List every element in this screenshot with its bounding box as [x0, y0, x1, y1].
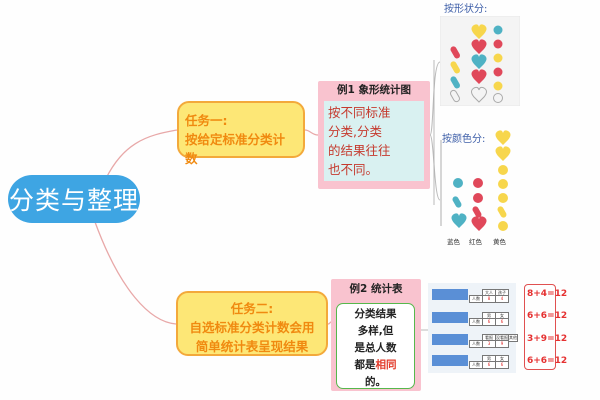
task2-node[interactable]: 任务二: 自选标准分类计数会用 简单统计表呈现结果: [176, 291, 328, 356]
example2-line: 多样,但: [357, 325, 394, 337]
stat-value: 6: [482, 361, 496, 369]
root-label: 分类与整理: [8, 186, 139, 215]
stat-label: 人数: [469, 361, 483, 369]
red-balloon-icon: [472, 206, 482, 218]
stat-label: 人数: [469, 340, 483, 348]
heart-icon: [471, 69, 487, 84]
task1-title: 任务一:: [185, 113, 228, 128]
shape-pictogram: [440, 16, 520, 106]
stat-row-tag: [432, 289, 468, 300]
round-balloon-icon: [493, 67, 503, 77]
color-pictogram: [451, 130, 511, 231]
example2-line: 分类结果: [354, 308, 397, 320]
round-balloon-icon: [493, 53, 503, 63]
highlight-text: 相同: [375, 359, 397, 371]
equation: 6+6=12: [527, 356, 568, 366]
stat-row: 男 女 人数 6 6: [432, 355, 512, 369]
stat-value: 6: [495, 318, 509, 326]
stat-label: 人数: [469, 318, 483, 326]
stat-value: 4: [495, 295, 509, 303]
equation: 6+6=12: [527, 311, 568, 321]
stat-row: 大人 孩子 人数 8 4: [432, 289, 512, 303]
root-node[interactable]: 分类与整理: [8, 175, 140, 223]
task2-title: 任务二:: [230, 301, 274, 316]
red-balloon-icon: [473, 178, 483, 188]
example1-title: 例1 象形统计图: [337, 84, 411, 96]
round-balloon-icon: [493, 81, 503, 91]
example1-node[interactable]: 例1 象形统计图 按不同标准 分类,分类 的结果往往 也不同。: [318, 81, 430, 189]
example2-title: 例2 统计表: [349, 283, 403, 295]
stat-value: 6: [495, 361, 509, 369]
blue-balloon-icon: [452, 196, 462, 208]
stat-value: 6: [482, 318, 496, 326]
example2-line: 的。: [365, 376, 386, 388]
stat-row-tag: [432, 355, 468, 366]
yellow-heart-icon: [495, 130, 511, 145]
stat-value: 3: [482, 340, 496, 348]
blue-balloon-icon: [453, 178, 463, 188]
heart-icon: [471, 24, 487, 39]
color-label-red: 红色: [469, 238, 482, 246]
balloon-icon: [450, 76, 460, 89]
stat-row-tag: [432, 312, 468, 323]
example2-line: 是总人数: [354, 342, 397, 354]
equation-box: [524, 284, 556, 370]
example1-line: 分类,分类: [328, 124, 382, 139]
example2-body: 分类结果 多样,但 是总人数 都是相同 的。: [336, 303, 415, 389]
task1-node[interactable]: 任务一: 按给定标准分类计数: [177, 101, 305, 166]
example1-line: 也不同。: [328, 162, 379, 177]
by-color-caption: 按颜色分:: [442, 134, 486, 145]
red-heart-icon: [471, 216, 487, 231]
stat-row: 男 女 人数 6 6: [432, 312, 512, 326]
color-label-yellow: 黄色: [493, 238, 506, 246]
balloon-icon: [450, 46, 460, 59]
yellow-balloon-icon: [498, 221, 508, 231]
example1-line: 的结果往往: [328, 143, 391, 158]
yellow-balloon-icon: [498, 165, 508, 175]
example2-node[interactable]: 例2 统计表 分类结果 多样,但 是总人数 都是相同 的。: [331, 279, 421, 391]
stat-value: 8: [482, 295, 496, 303]
stat-label: 人数: [469, 295, 483, 303]
balloon-icon: [450, 61, 460, 74]
color-label-blue: 蓝色: [447, 238, 460, 246]
heart-icon: [471, 54, 487, 69]
equation: 3+9=12: [527, 334, 568, 344]
task2-desc-2: 简单统计表呈现结果: [195, 339, 309, 354]
example1-line: 按不同标准: [328, 105, 391, 120]
task1-desc: 按给定标准分类计数: [185, 132, 286, 166]
stat-table-panel: 大人 孩子 人数 8 4 男 女 人数 6 6 看报 没看报 其他 人数 3 9…: [428, 283, 518, 373]
by-shape-caption: 按形状分:: [444, 4, 488, 15]
stat-value: 9: [495, 340, 509, 348]
stat-row: 看报 没看报 其他 人数 3 9: [432, 334, 518, 348]
yellow-balloon-icon: [497, 206, 507, 218]
task2-desc-1: 自选标准分类计数会用: [189, 320, 315, 335]
blue-heart-icon: [451, 213, 467, 228]
equation: 8+4=12: [527, 289, 568, 299]
stat-row-tag: [432, 334, 468, 345]
round-balloon-icon: [493, 25, 503, 35]
yellow-balloon-icon: [498, 179, 508, 189]
example1-body: 按不同标准 分类,分类 的结果往往 也不同。: [324, 101, 424, 181]
red-balloon-icon: [473, 193, 483, 203]
heart-icon: [471, 39, 487, 54]
round-balloon-icon: [493, 39, 503, 49]
yellow-heart-icon: [495, 146, 511, 161]
stat-header: 其他: [508, 334, 518, 342]
yellow-balloon-icon: [498, 193, 508, 203]
example2-line-highlight: 都是相同: [354, 359, 397, 371]
